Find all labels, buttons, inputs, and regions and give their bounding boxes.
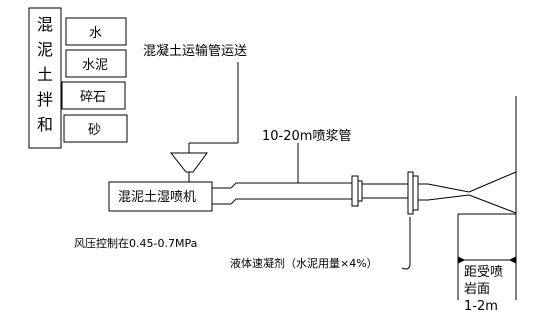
mixer-char: 混: [37, 15, 53, 34]
mixer-char: 和: [37, 115, 53, 134]
nozzle: [418, 183, 470, 201]
spray-cone: [468, 171, 517, 214]
conveyance-label: 混凝土运输管运送: [143, 43, 247, 59]
material-boxes: 水 水泥 碎石 砂: [61, 17, 128, 143]
hose-label: 10-20m喷浆管: [262, 129, 351, 144]
mixer-box: 混 泥 土 拌 和: [28, 7, 62, 149]
mixer-char: 土: [37, 65, 53, 84]
material-water: 水: [89, 26, 102, 41]
material-gravel: 碎石: [80, 90, 106, 105]
hose-pipe: [212, 143, 352, 205]
distance-label-line2: 岩面: [464, 282, 490, 297]
coupling-2: [407, 171, 419, 215]
material-sand: 砂: [88, 123, 101, 138]
mixer-char: 拌: [37, 90, 53, 109]
material-cement: 水泥: [82, 58, 108, 73]
distance-label-line1: 距受喷: [464, 265, 503, 280]
hopper-funnel: [169, 152, 208, 173]
air-pressure-label: 风压控制在0.45-0.7MPa: [74, 236, 197, 250]
accelerator-feed: [401, 217, 411, 270]
wet-spray-machine: [108, 181, 213, 212]
accelerator-label: 液体速凝剂（水泥用量×4%）: [230, 256, 378, 270]
mixer-char: 泥: [37, 40, 53, 59]
conveyance-pipe: [188, 62, 239, 153]
rock-face: [457, 96, 517, 300]
coupling-1: [351, 175, 363, 207]
accelerator-pipe: [362, 183, 408, 199]
distance-label-line3: 1-2m: [464, 299, 498, 314]
machine-label: 混泥土湿喷机: [118, 190, 196, 205]
